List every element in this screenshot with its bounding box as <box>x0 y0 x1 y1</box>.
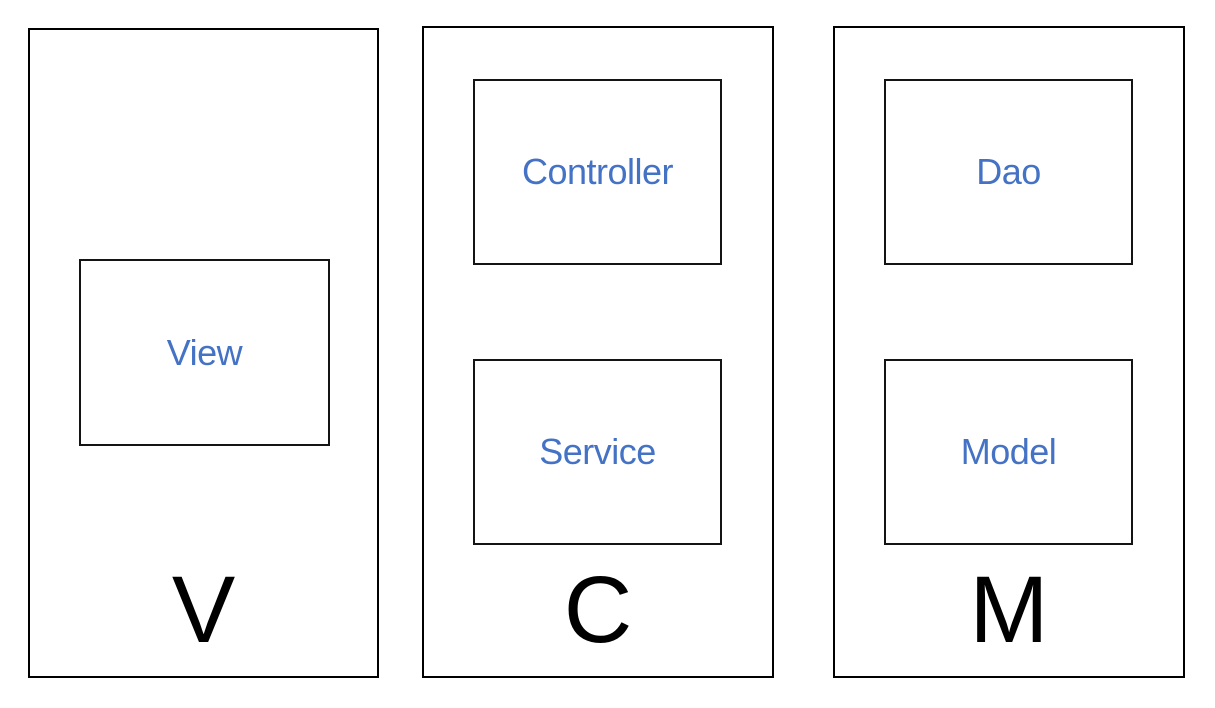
model-box: Model <box>884 359 1133 545</box>
model-layer-container: Dao Model M <box>833 26 1185 678</box>
model-box-label: Model <box>960 431 1057 472</box>
controller-box-label: Controller <box>521 151 674 192</box>
view-box: View <box>79 259 330 446</box>
service-box: Service <box>473 359 722 545</box>
controller-layer-container: Controller Service C <box>422 26 774 678</box>
model-layer-letter: M <box>969 557 1049 663</box>
controller-layer-letter: C <box>563 557 633 663</box>
dao-box: Dao <box>884 79 1133 265</box>
view-layer-letter: V <box>171 557 236 663</box>
view-box-label: View <box>166 331 243 373</box>
service-box-label: Service <box>539 431 656 472</box>
view-layer-container: View V <box>28 28 379 678</box>
dao-box-label: Dao <box>976 151 1041 192</box>
controller-box: Controller <box>473 79 722 265</box>
